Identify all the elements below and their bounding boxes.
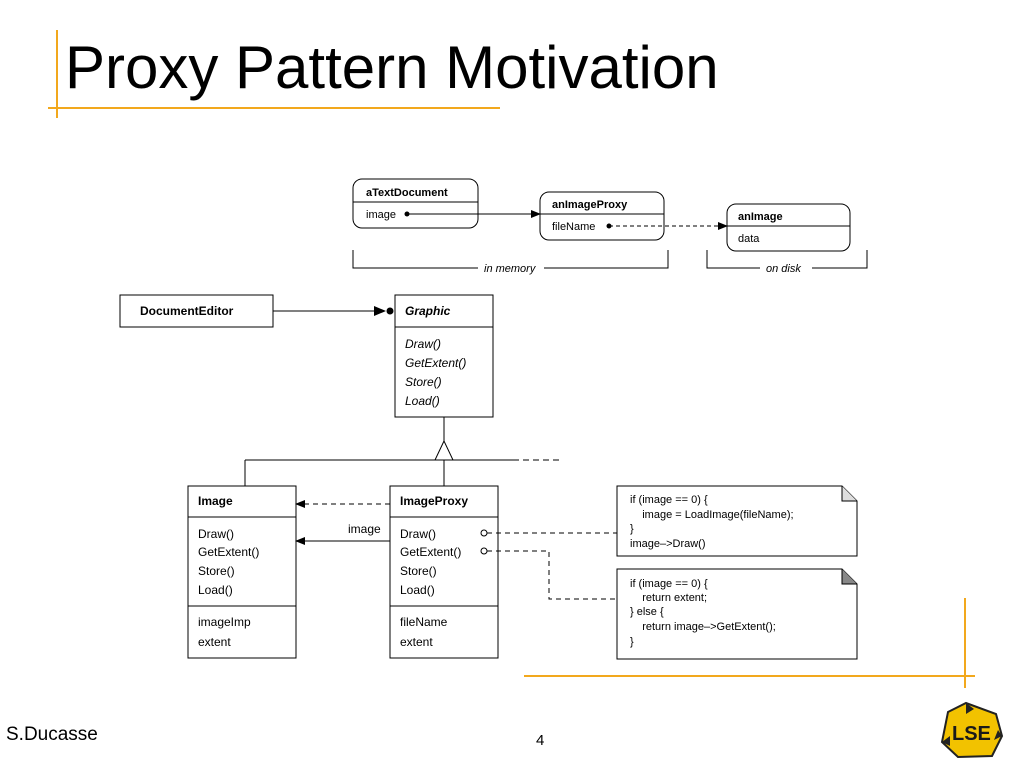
logo-arrow-top [966, 703, 974, 714]
class-image-method: Store() [198, 564, 235, 578]
note-link-getextent [487, 550, 617, 600]
class-image-proxy-field: extent [400, 635, 433, 649]
object-text-document-name: aTextDocument [366, 187, 448, 199]
note-draw: if (image == 0) { image = LoadImage(file… [616, 485, 858, 557]
note-draw-line: } [630, 523, 634, 535]
class-graphic-name: Graphic [405, 304, 451, 318]
class-image-proxy-method: Load() [400, 583, 435, 597]
logo-arrow-right [994, 730, 1002, 740]
object-image-field: data [738, 233, 760, 245]
object-image-proxy-name: anImageProxy [552, 199, 628, 211]
class-image-method: GetExtent() [198, 545, 259, 559]
class-graphic-method: Load() [405, 394, 440, 408]
object-image: anImage data [726, 203, 851, 252]
class-image-name: Image [198, 494, 233, 508]
class-graphic-method: Draw() [405, 337, 441, 351]
class-graphic: Graphic Draw() GetExtent() Store() Load(… [394, 294, 494, 418]
class-image-proxy-field: fileName [400, 615, 448, 629]
bracket-disk [706, 250, 760, 269]
class-document-editor: DocumentEditor [119, 294, 274, 328]
note-extent-line: return image–>GetExtent(); [630, 621, 776, 633]
recycle-arrows-icon [940, 701, 1004, 759]
class-graphic-method: Store() [405, 375, 442, 389]
note-draw-line: image = LoadImage(fileName); [630, 509, 794, 521]
note-extent-line: if (image == 0) { [630, 578, 708, 590]
class-image-proxy: ImageProxy Draw() GetExtent() Store() Lo… [389, 485, 499, 659]
class-image: Image Draw() GetExtent() Store() Load() … [187, 485, 297, 659]
aggregation-arrowhead [374, 306, 386, 316]
bracket-disk-right [812, 250, 868, 269]
note-extent: if (image == 0) { return extent; } else … [616, 568, 858, 660]
slide-title: Proxy Pattern Motivation [65, 34, 719, 101]
logo-text: LSE [952, 723, 991, 745]
class-image-proxy-method: Draw() [400, 527, 436, 541]
note-extent-line: } else { [630, 606, 664, 618]
inheritance-tree [244, 417, 562, 486]
class-image-method: Load() [198, 583, 233, 597]
getextent-note-anchor [480, 547, 488, 555]
note-draw-line: image–>Draw() [630, 538, 706, 550]
class-image-proxy-method: GetExtent() [400, 545, 461, 559]
object-image-name: anImage [738, 211, 783, 223]
object-image-proxy: anImageProxy fileName [539, 191, 665, 241]
class-document-editor-name: DocumentEditor [140, 304, 234, 318]
page-number: 4 [536, 732, 545, 749]
class-image-field: imageImp [198, 615, 251, 629]
lse-logo: LSE [940, 701, 1004, 759]
object-image-proxy-field: fileName [552, 221, 595, 233]
association-label: image [348, 522, 381, 536]
object-text-document-field: image [366, 209, 396, 221]
logo-arrow-left [942, 736, 950, 746]
label-on-disk: on disk [766, 263, 801, 275]
note-draw-line: if (image == 0) { [630, 494, 708, 506]
footer-author: S.Ducasse [6, 724, 98, 745]
object-text-document: aTextDocument image [352, 178, 479, 229]
label-in-memory: in memory [484, 263, 537, 275]
bracket-memory-right [544, 250, 669, 269]
note-extent-line: return extent; [630, 592, 707, 604]
class-graphic-method: GetExtent() [405, 356, 466, 370]
note-extent-line: } [630, 636, 634, 648]
class-image-field: extent [198, 635, 231, 649]
class-image-proxy-name: ImageProxy [400, 494, 468, 508]
class-image-proxy-method: Store() [400, 564, 437, 578]
bracket-memory [352, 250, 478, 269]
class-image-method: Draw() [198, 527, 234, 541]
draw-note-anchor [480, 529, 488, 537]
